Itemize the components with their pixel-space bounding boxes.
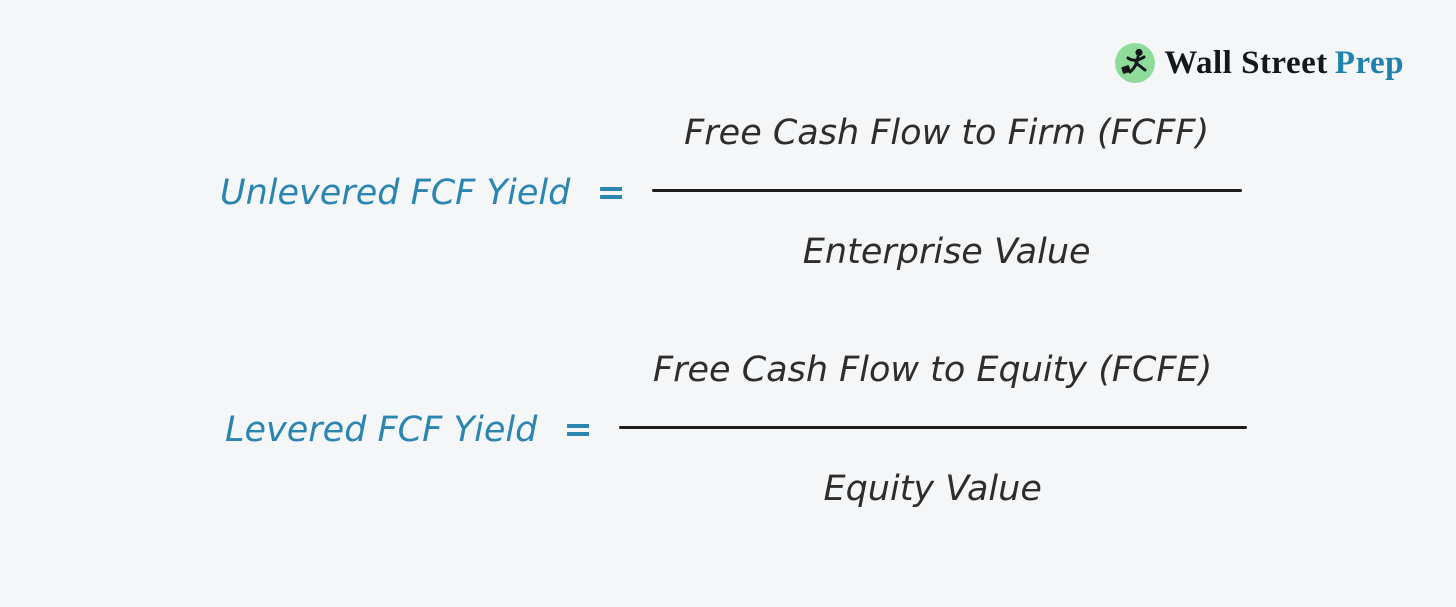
fraction-denominator: Enterprise Value [802, 232, 1091, 272]
logo-text-prep: Prep [1334, 45, 1404, 81]
fraction-denominator: Equity Value [823, 469, 1042, 509]
fraction-numerator: Free Cash Flow to Equity (FCFE) [652, 350, 1213, 390]
equals-sign: = [563, 409, 593, 450]
formula-label: Unlevered FCF Yield [220, 172, 571, 213]
fraction-numerator: Free Cash Flow to Firm (FCFF) [684, 113, 1210, 153]
fraction: Free Cash Flow to Equity (FCFE) Equity V… [618, 347, 1247, 512]
formula-unlevered-fcf-yield: Unlevered FCF Yield = Free Cash Flow to … [220, 110, 1242, 275]
equals-sign: = [596, 172, 626, 213]
logo-text-wallstreet: Wall Street [1164, 45, 1328, 81]
leaping-figure-icon [1115, 43, 1156, 83]
formula-label: Levered FCF Yield [225, 409, 538, 450]
formula-levered-fcf-yield: Levered FCF Yield = Free Cash Flow to Eq… [225, 347, 1247, 512]
fraction-bar [618, 426, 1247, 429]
fraction-bar [651, 189, 1242, 192]
fraction: Free Cash Flow to Firm (FCFF) Enterprise… [651, 110, 1242, 275]
